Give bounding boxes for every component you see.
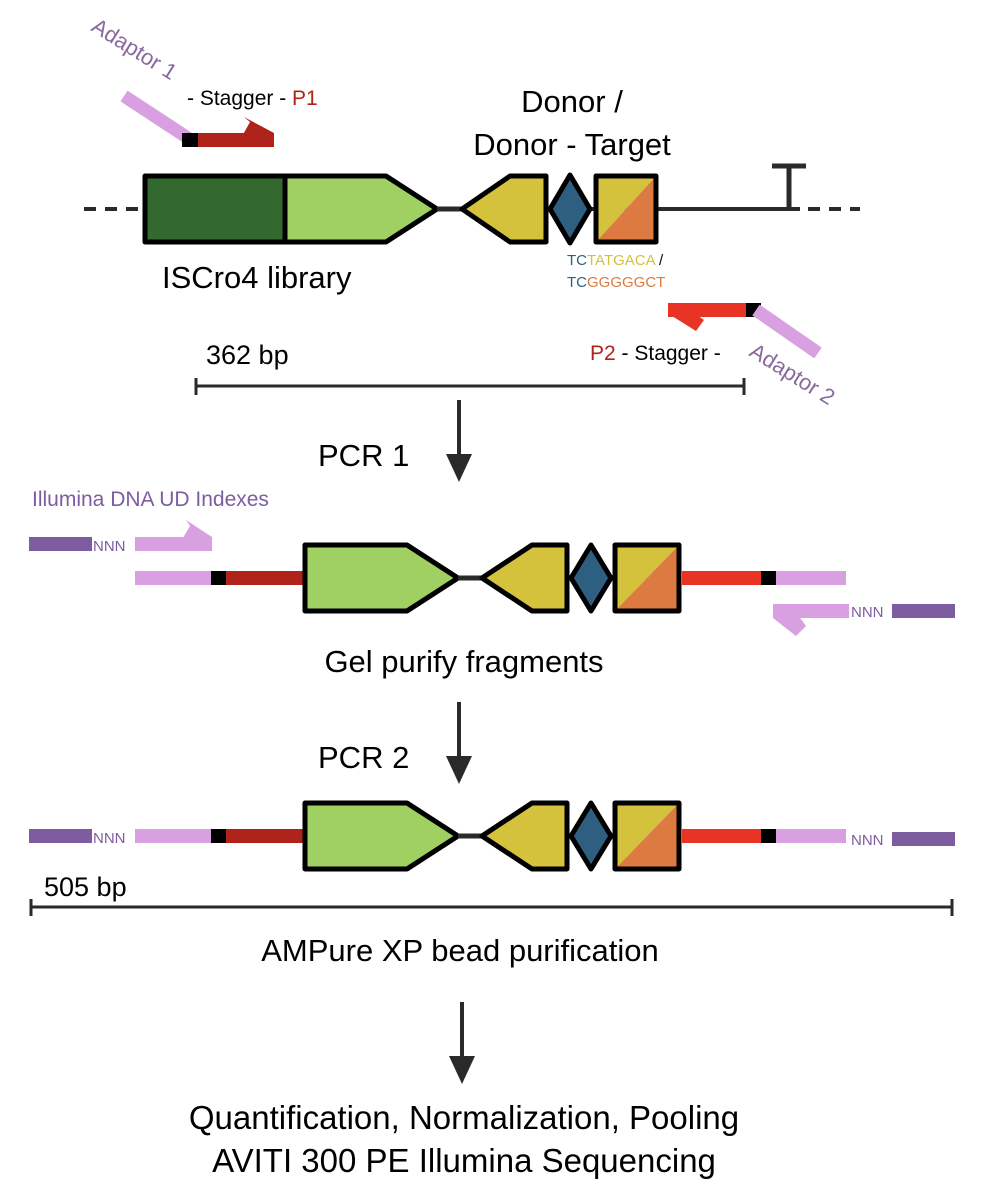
sequence-line-1: TCTATGACA /	[567, 252, 664, 269]
pcr1-amplicon	[135, 542, 846, 614]
adaptor1-label: Adaptor 1	[87, 13, 181, 85]
stagger-block	[182, 133, 198, 147]
target-orange-half	[615, 545, 679, 611]
library-arrow-block	[302, 542, 461, 614]
adaptor2-primer	[668, 303, 822, 359]
stagger-p1-label: - Stagger - P1	[187, 87, 318, 110]
fragment-length-bar	[194, 378, 746, 395]
stagger-block	[761, 829, 776, 843]
p1-hook	[240, 117, 274, 140]
left-index-primer: NNN	[29, 520, 212, 555]
target-outline	[593, 173, 659, 245]
p2-segment	[682, 829, 761, 843]
adaptor1-segment	[120, 90, 192, 144]
barcode-diamond	[568, 800, 614, 872]
index-label: Illumina DNA UD Indexes	[32, 488, 269, 511]
p2-segment	[682, 571, 761, 585]
seq1-prefix: TC	[567, 252, 587, 269]
p1-segment	[226, 571, 306, 585]
final-step-line2: AVITI 300 PE Illumina Sequencing	[212, 1142, 716, 1179]
library-arrow-block	[302, 800, 461, 872]
index-segment	[892, 604, 955, 618]
right-index-segment	[892, 832, 955, 846]
final-length-bar	[29, 899, 954, 916]
donor-arrow-block	[459, 173, 549, 245]
p2-text: P2	[590, 342, 616, 365]
fragment-length-label: 362 bp	[206, 340, 289, 370]
p1-segment	[226, 829, 306, 843]
p1-text: P1	[292, 87, 318, 110]
target-orange-half	[615, 803, 679, 869]
right-index-primer: NNN	[773, 604, 955, 636]
adaptor2-segment	[776, 571, 846, 585]
target-square	[593, 173, 659, 245]
nnn-label: NNN	[851, 604, 884, 621]
final-length-label: 505 bp	[44, 872, 127, 902]
donor-title-line1: Donor /	[521, 84, 623, 119]
down-arrow-3	[449, 1002, 475, 1084]
stagger-block	[761, 571, 776, 585]
stagger-text: - Stagger -	[616, 342, 721, 365]
adaptor1-segment	[135, 829, 211, 843]
seq1-separator: /	[655, 252, 664, 269]
stagger-text: - Stagger -	[187, 87, 292, 110]
target-orange-half	[596, 176, 656, 242]
stagger-block	[211, 571, 226, 585]
final-step-line1: Quantification, Normalization, Pooling	[189, 1099, 739, 1136]
primer-hook	[773, 604, 806, 636]
adaptor2-segment	[752, 304, 822, 359]
nnn-label: NNN	[93, 830, 126, 847]
adaptor2-segment	[776, 829, 846, 843]
down-arrow-1	[446, 400, 472, 482]
barcode-diamond	[547, 172, 593, 246]
adaptor1-primer	[120, 90, 274, 147]
index-segment	[29, 537, 92, 551]
adaptor1-segment	[135, 571, 211, 585]
pcr2-amplicon: NNN NNN	[29, 800, 955, 872]
library-arrow-block	[282, 173, 440, 245]
gel-purify-label: Gel purify fragments	[324, 644, 603, 679]
stagger-block	[211, 829, 226, 843]
primer-hook	[180, 520, 212, 543]
pcr2-label: PCR 2	[318, 740, 409, 775]
nnn-label: NNN	[93, 538, 126, 555]
barcode-diamond	[568, 542, 614, 614]
sequence-line-2: TCGGGGGCT	[567, 274, 665, 291]
library-dark-block	[142, 173, 288, 245]
p2-stagger-label: P2 - Stagger -	[590, 342, 721, 365]
donor-arrow-block	[479, 800, 570, 872]
adaptor2-label: Adaptor 2	[745, 338, 839, 410]
donor-arrow-block	[479, 542, 570, 614]
p2-segment	[668, 303, 746, 317]
library-label: ISCro4 library	[162, 260, 352, 295]
down-arrow-2	[446, 702, 472, 784]
target-outline	[612, 800, 682, 872]
donor-title-line2: Donor - Target	[473, 127, 671, 162]
seq2-suffix: GGGGGCT	[587, 274, 665, 291]
target-outline	[612, 542, 682, 614]
ampure-label: AMPure XP bead purification	[261, 933, 659, 968]
seq2-prefix: TC	[567, 274, 587, 291]
seq1-suffix: TATGACA	[587, 252, 656, 269]
left-index-segment	[29, 829, 92, 843]
pcr1-label: PCR 1	[318, 438, 409, 473]
nnn-label: NNN	[851, 832, 884, 849]
